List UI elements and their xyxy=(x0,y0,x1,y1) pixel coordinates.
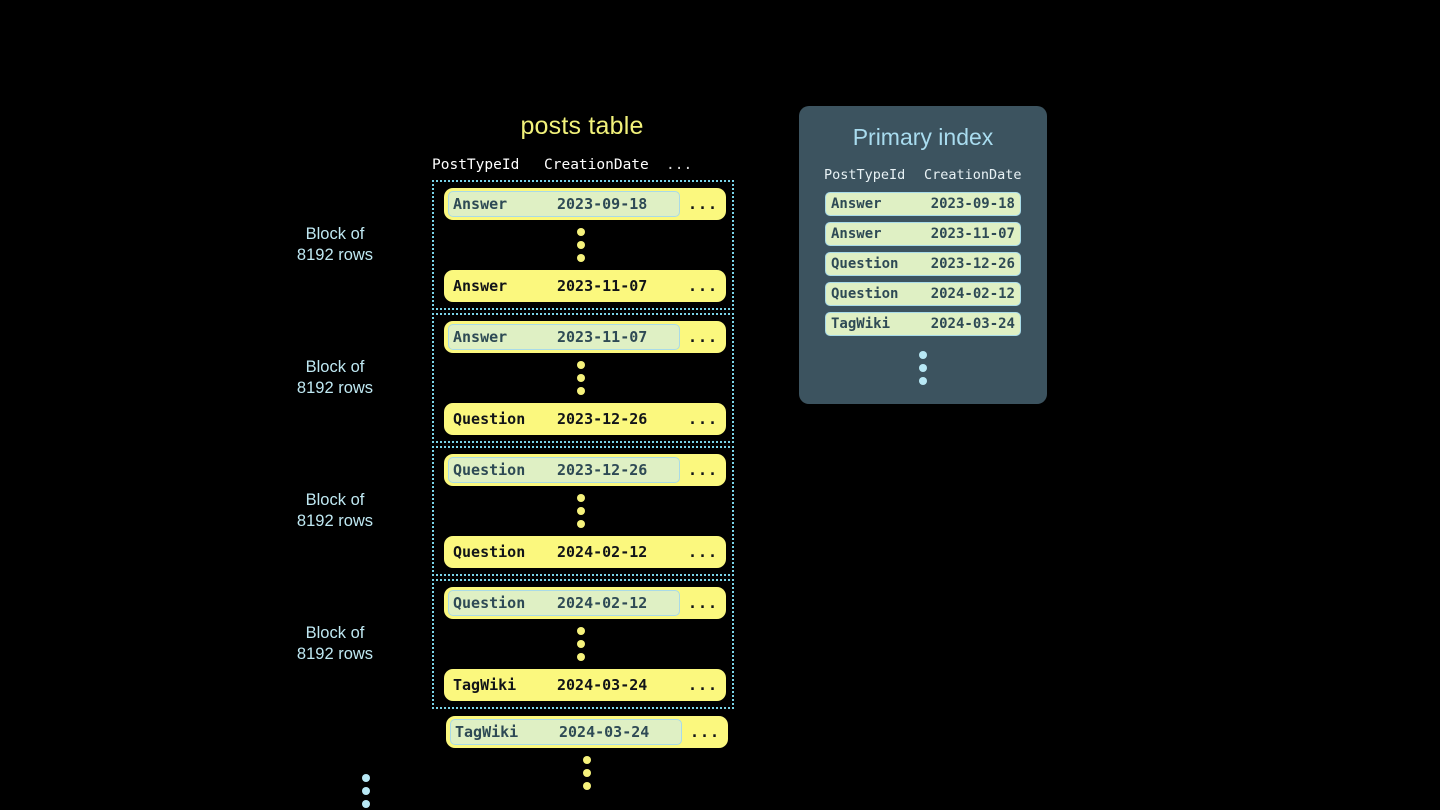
cell-posttypeid: Question xyxy=(453,461,526,479)
block-label-line2: 8192 rows xyxy=(296,379,374,397)
cell-posttypeid: TagWiki xyxy=(453,676,517,694)
cell-creationdate: 2023-11-07 xyxy=(930,226,1015,242)
table-row: Answer 2023-11-07 ... xyxy=(444,321,726,353)
table-row: Question 2024-02-12 ... xyxy=(444,587,726,619)
column-header-ellipsis: ... xyxy=(666,157,693,173)
primary-index-panel: Primary index PostTypeId CreationDate An… xyxy=(799,106,1047,404)
cell-posttypeid: Answer xyxy=(831,226,882,242)
cell-posttypeid: Question xyxy=(453,410,526,428)
cell-posttypeid: Answer xyxy=(831,196,882,212)
row-key-cells: Answer 2023-09-18 xyxy=(448,191,680,217)
cell-ellipsis: ... xyxy=(687,543,719,561)
table-continuation-area xyxy=(300,748,770,808)
cell-ellipsis: ... xyxy=(687,594,719,612)
cell-posttypeid: TagWiki xyxy=(455,723,519,741)
block-label: Block of 8192 rows xyxy=(260,224,410,266)
cell-creationdate: 2023-12-26 xyxy=(557,461,648,479)
block-label-line1: Block of xyxy=(305,358,365,376)
cell-posttypeid: Answer xyxy=(453,328,508,346)
posts-table-title: posts table xyxy=(520,112,644,140)
cell-posttypeid: Question xyxy=(453,543,526,561)
block-label-line1: Block of xyxy=(305,624,365,642)
vertical-ellipsis-icon xyxy=(440,486,722,536)
cell-ellipsis: ... xyxy=(689,723,721,741)
cell-ellipsis: ... xyxy=(687,277,719,295)
vertical-ellipsis-icon xyxy=(440,619,722,669)
row-key-cells: Question 2023-12-26 xyxy=(448,406,680,432)
column-header-posttypeid: PostTypeId xyxy=(824,167,906,183)
row-key-cells: Question 2023-12-26 xyxy=(448,457,680,483)
cell-ellipsis: ... xyxy=(687,461,719,479)
block-label-line1: Block of xyxy=(305,225,365,243)
posts-table-column-headers: PostTypeId CreationDate ... xyxy=(432,157,732,173)
cell-creationdate: 2023-09-18 xyxy=(930,196,1015,212)
table-row: Answer 2023-11-07 ... xyxy=(444,270,726,302)
table-row: TagWiki 2024-03-24 ... xyxy=(444,669,726,701)
table-row: Question 2023-12-26 ... xyxy=(444,403,726,435)
cell-ellipsis: ... xyxy=(687,195,719,213)
cell-creationdate: 2023-09-18 xyxy=(557,195,648,213)
block-label: Block of 8192 rows xyxy=(260,623,410,665)
column-header-posttypeid: PostTypeId xyxy=(432,157,520,173)
block-label: Block of 8192 rows xyxy=(260,357,410,399)
table-block: Block of 8192 rows Answer 2023-11-07 ...… xyxy=(297,313,734,443)
cell-posttypeid: Question xyxy=(831,256,899,272)
row-key-cells: Answer 2023-11-07 xyxy=(448,324,680,350)
cell-creationdate: 2024-03-24 xyxy=(557,676,648,694)
cell-creationdate: 2024-03-24 xyxy=(930,316,1015,332)
block-label: Block of 8192 rows xyxy=(260,490,410,532)
cell-creationdate: 2023-11-07 xyxy=(557,277,648,295)
rows-continuation-ellipsis-icon xyxy=(446,748,728,798)
vertical-ellipsis-icon xyxy=(440,220,722,270)
row-key-cells: Question 2024-02-12 xyxy=(448,590,680,616)
primary-index-row: Answer 2023-09-18 xyxy=(825,192,1021,216)
cell-posttypeid: Answer xyxy=(453,277,508,295)
primary-index-row: Question 2024-02-12 xyxy=(825,282,1021,306)
primary-index-title: Primary index xyxy=(852,124,994,150)
block-label-line2: 8192 rows xyxy=(296,645,374,663)
row-key-cells: TagWiki 2024-03-24 xyxy=(450,719,682,745)
primary-index-row-list: Answer 2023-09-18 Answer 2023-11-07 Ques… xyxy=(799,192,1047,336)
blocks-continuation-ellipsis-icon xyxy=(362,766,370,810)
cell-ellipsis: ... xyxy=(687,676,719,694)
posts-table-section: posts table PostTypeId CreationDate ... … xyxy=(297,112,770,808)
block-list: Block of 8192 rows Answer 2023-09-18 ...… xyxy=(297,180,770,808)
table-block: Block of 8192 rows Question 2024-02-12 .… xyxy=(297,579,734,709)
primary-index-row: Answer 2023-11-07 xyxy=(825,222,1021,246)
block-label-line1: Block of xyxy=(305,491,365,509)
table-row-trailing: TagWiki 2024-03-24 ... xyxy=(446,716,728,748)
cell-creationdate: 2024-02-12 xyxy=(930,286,1015,302)
cell-creationdate: 2023-11-07 xyxy=(557,328,648,346)
row-key-cells: Answer 2023-11-07 xyxy=(448,273,680,299)
table-block: Block of 8192 rows Question 2023-12-26 .… xyxy=(297,446,734,576)
primary-index-row: TagWiki 2024-03-24 xyxy=(825,312,1021,336)
cell-creationdate: 2023-12-26 xyxy=(557,410,648,428)
row-key-cells: Question 2024-02-12 xyxy=(448,539,680,565)
cell-creationdate: 2024-02-12 xyxy=(557,543,648,561)
block-label-line2: 8192 rows xyxy=(296,246,374,264)
row-key-cells: TagWiki 2024-03-24 xyxy=(448,672,680,698)
table-row: Question 2024-02-12 ... xyxy=(444,536,726,568)
cell-creationdate: 2024-02-12 xyxy=(557,594,648,612)
cell-posttypeid: Question xyxy=(831,286,899,302)
vertical-ellipsis-icon xyxy=(440,353,722,403)
cell-posttypeid: TagWiki xyxy=(831,316,891,332)
cell-ellipsis: ... xyxy=(687,328,719,346)
table-row: Answer 2023-09-18 ... xyxy=(444,188,726,220)
cell-posttypeid: Question xyxy=(453,594,526,612)
cell-ellipsis: ... xyxy=(687,410,719,428)
table-block: Block of 8192 rows Answer 2023-09-18 ...… xyxy=(297,180,734,310)
block-label-line2: 8192 rows xyxy=(296,512,374,530)
column-header-creationdate: CreationDate xyxy=(544,157,649,173)
column-header-creationdate: CreationDate xyxy=(924,167,1022,183)
cell-creationdate: 2023-12-26 xyxy=(930,256,1015,272)
table-row: Question 2023-12-26 ... xyxy=(444,454,726,486)
cell-posttypeid: Answer xyxy=(453,195,508,213)
primary-index-row: Question 2023-12-26 xyxy=(825,252,1021,276)
primary-index-continuation-ellipsis-icon xyxy=(799,343,1047,393)
cell-creationdate: 2024-03-24 xyxy=(559,723,650,741)
primary-index-column-headers: PostTypeId CreationDate xyxy=(799,167,1047,183)
